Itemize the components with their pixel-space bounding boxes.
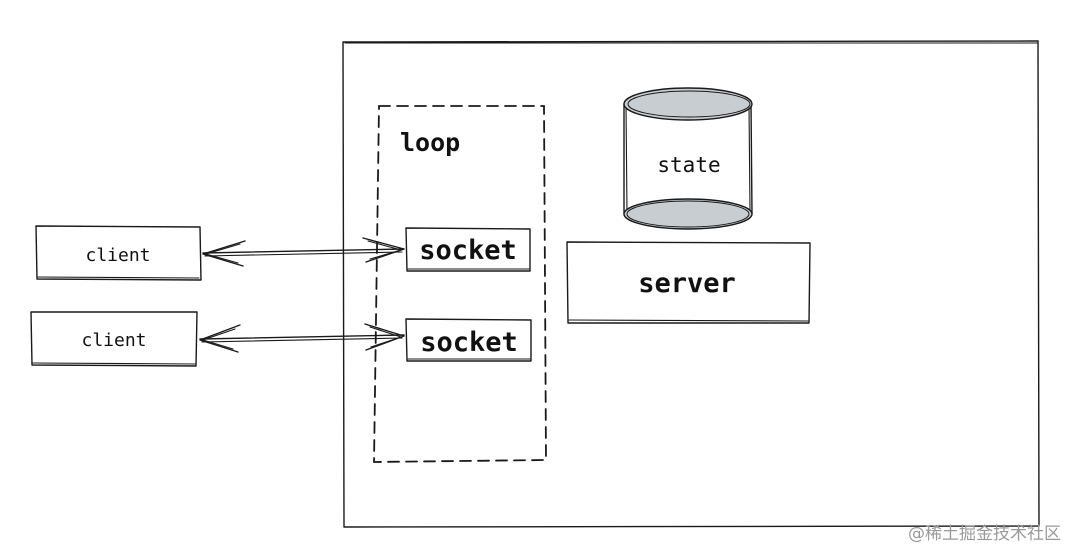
watermark: @稀土掘金技术社区 [908,524,1061,544]
socket-bottom: socket [405,318,532,362]
server-box: server [566,241,811,324]
socket-top: socket [405,227,531,272]
client-top-label: client [85,245,150,266]
state-label: state [657,153,720,177]
server-label: server [638,268,736,299]
client-top: client [35,225,202,281]
client-bottom-label: client [81,330,146,351]
client-bottom: client [30,311,198,367]
state-cylinder: state [623,87,753,230]
arrow-client-top-socket-top [202,237,405,267]
outer-container [342,40,1040,528]
socket-bottom-label: socket [420,327,518,358]
loop-label: loop [400,128,460,157]
socket-top-label: socket [419,235,517,266]
arrow-client-bottom-socket-bottom [199,323,405,353]
loop-container: loop [373,105,547,463]
